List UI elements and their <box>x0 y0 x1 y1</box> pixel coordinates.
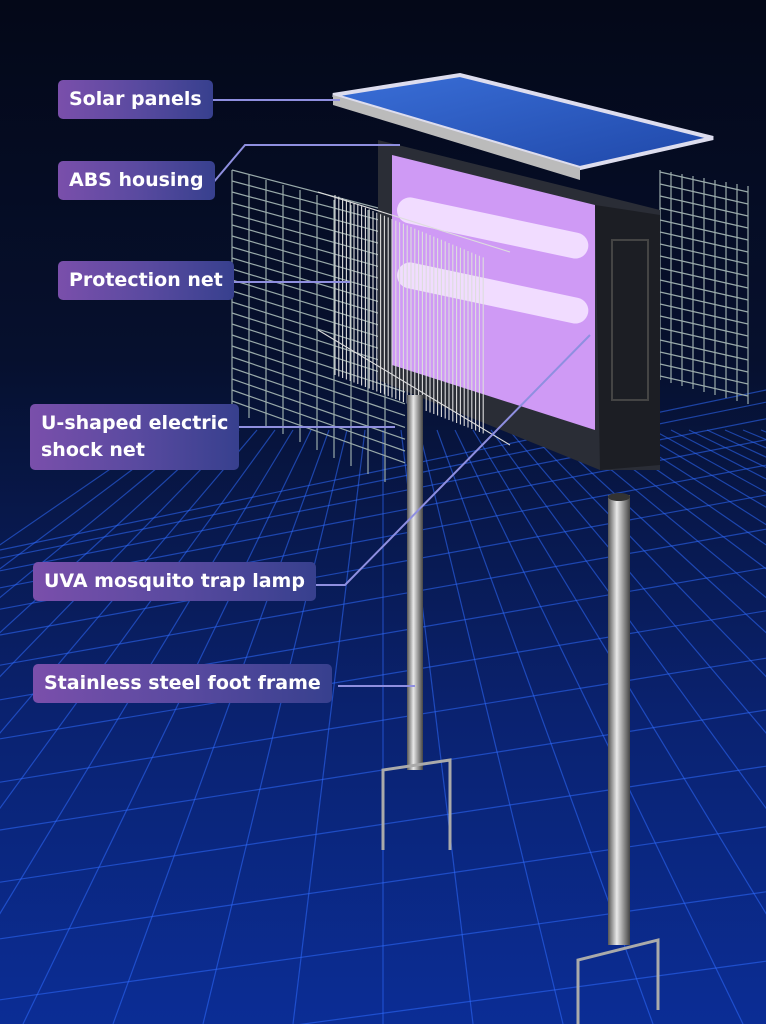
label-abs-housing: ABS housing <box>58 161 215 200</box>
foot-frame <box>381 395 660 1024</box>
label-shock-net-line1: U-shaped electric <box>41 412 229 434</box>
label-shock-net-line2: shock net <box>41 439 145 461</box>
protection-net-mesh <box>231 169 749 482</box>
solar-panel <box>332 72 714 180</box>
uv-tube-upper <box>397 197 589 259</box>
leader-lines <box>206 99 591 687</box>
label-uva-lamp: UVA mosquito trap lamp <box>33 562 316 601</box>
label-solar-panels: Solar panels <box>58 80 213 119</box>
label-protection-net: Protection net <box>58 261 234 300</box>
label-foot-frame: Stainless steel foot frame <box>33 664 332 703</box>
shock-net <box>317 191 511 446</box>
label-shock-net: U-shaped electric shock net <box>30 404 240 470</box>
